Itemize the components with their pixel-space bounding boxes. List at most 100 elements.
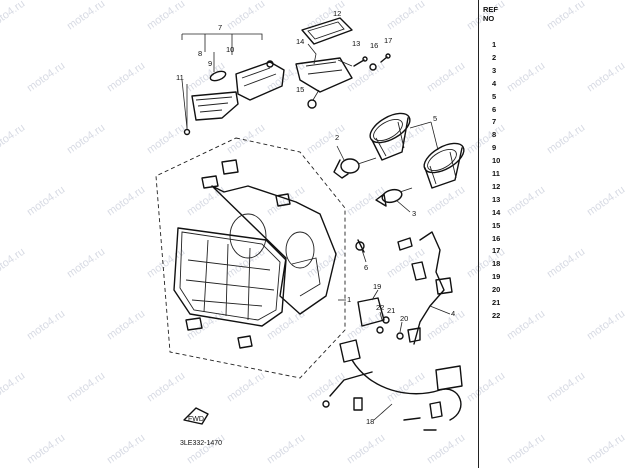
part-cover-5b <box>423 142 465 189</box>
part-nut-16 <box>369 63 377 71</box>
watermark-text: moto4.ru <box>185 60 227 95</box>
part-position-lens <box>191 91 239 121</box>
callout-12: 12 <box>333 9 341 18</box>
watermark-text: moto4.ru <box>185 184 227 219</box>
callout-13: 13 <box>352 39 360 48</box>
callout-6: 6 <box>364 263 368 272</box>
watermark-text: moto4.ru <box>145 122 187 157</box>
callout-7: 7 <box>218 23 222 32</box>
diagram-code: 3LE332-1470 <box>180 440 222 447</box>
callout-15: 15 <box>296 85 304 94</box>
ref-number: 21 <box>492 298 501 307</box>
callout-10: 10 <box>226 45 234 54</box>
part-harness-4 <box>397 231 453 345</box>
ref-number: 19 <box>492 272 501 282</box>
svg-text:FWD: FWD <box>188 416 204 423</box>
watermark-text: moto4.ru <box>345 432 387 467</box>
callout-19: 19 <box>373 282 381 291</box>
callout-20: 20 <box>400 314 408 323</box>
callout-9: 9 <box>208 59 212 68</box>
watermark-text: moto4.ru <box>585 184 625 219</box>
ref-header-line-1: REF <box>483 5 498 14</box>
watermark-text: moto4.ru <box>585 308 625 343</box>
watermark-text: moto4.ru <box>225 122 267 157</box>
part-washer-21 <box>382 316 390 324</box>
callout-22: 22 <box>376 303 384 312</box>
watermark-text: moto4.ru <box>105 60 147 95</box>
callout-16: 16 <box>370 41 378 50</box>
ref-number: 11 <box>492 169 500 178</box>
watermark-text: moto4.ru <box>145 0 187 32</box>
part-cover-5a <box>369 112 411 161</box>
watermark-text: moto4.ru <box>585 432 625 467</box>
part-screw-17 <box>380 53 391 63</box>
ref-number: 15 <box>492 220 501 230</box>
watermark-text: moto4.ru <box>65 0 107 32</box>
watermark-text: moto4.ru <box>385 370 427 405</box>
ref-number: 2 <box>492 52 497 62</box>
ref-number: 5 <box>492 91 497 101</box>
watermark-text: moto4.ru <box>25 432 67 467</box>
watermark-text: moto4.ru <box>505 308 547 343</box>
ref-number: 3 <box>492 65 497 75</box>
part-harness-18 <box>322 339 463 431</box>
watermark-text: moto4.ru <box>65 122 107 157</box>
watermark-text: moto4.ru <box>305 370 347 405</box>
watermark-text: moto4.ru <box>185 432 227 467</box>
assembly-boundary <box>155 137 346 379</box>
watermark-text: moto4.ru <box>0 0 27 32</box>
watermark-text: moto4.ru <box>545 122 587 157</box>
watermark-text: moto4.ru <box>505 60 547 95</box>
watermark-text: moto4.ru <box>185 308 227 343</box>
watermark-text: moto4.ru <box>305 122 347 157</box>
ref-header-line-2: NO <box>483 14 495 23</box>
part-stay-14 <box>295 57 353 109</box>
ref-number: 20 <box>492 285 501 295</box>
callout-14: 14 <box>296 37 304 46</box>
watermark-text: moto4.ru <box>425 60 467 95</box>
ref-number: 13 <box>492 194 501 204</box>
part-gasket-12 <box>301 17 353 45</box>
callout-4: 4 <box>451 309 455 318</box>
ref-number: 12 <box>492 181 501 191</box>
callout-3: 3 <box>412 209 416 218</box>
watermark-text: moto4.ru <box>385 0 427 32</box>
watermark-text: moto4.ru <box>545 246 587 281</box>
callout-17: 17 <box>384 36 392 45</box>
part-screw-13 <box>353 56 368 67</box>
part-relay-19 <box>357 297 385 327</box>
callout-8: 8 <box>198 49 202 58</box>
callout-2: 2 <box>335 133 339 142</box>
ref-number: 10 <box>492 156 501 166</box>
ref-number: 16 <box>492 233 501 243</box>
watermark-text: moto4.ru <box>105 308 147 343</box>
watermark-text: moto4.ru <box>65 246 107 281</box>
watermark-text: moto4.ru <box>0 246 27 281</box>
watermark-text: moto4.ru <box>105 184 147 219</box>
watermark-text: moto4.ru <box>425 432 467 467</box>
ref-number: 8 <box>492 130 497 140</box>
ref-number: 17 <box>492 246 501 256</box>
ref-header: REF NO <box>483 5 498 23</box>
watermark-text: moto4.ru <box>25 308 67 343</box>
watermark-text: moto4.ru <box>545 370 587 405</box>
watermark-text: moto4.ru <box>505 432 547 467</box>
watermark-text: moto4.ru <box>105 432 147 467</box>
part-bulb-2 <box>333 157 377 179</box>
leader-lines <box>181 43 451 421</box>
watermark-text: moto4.ru <box>545 0 587 32</box>
part-bolt-20 <box>396 332 404 340</box>
callout-5: 5 <box>433 114 437 123</box>
ref-number: 9 <box>492 143 497 153</box>
part-screw-6 <box>355 239 365 253</box>
callout-11: 11 <box>176 73 184 82</box>
group-bracket-7 <box>181 33 263 55</box>
callout-1: 1 <box>347 295 351 304</box>
watermark-text: moto4.ru <box>225 0 267 32</box>
front-arrow-icon: FWD <box>183 407 209 425</box>
part-screw-22 <box>376 326 384 334</box>
watermark-text: moto4.ru <box>425 308 467 343</box>
